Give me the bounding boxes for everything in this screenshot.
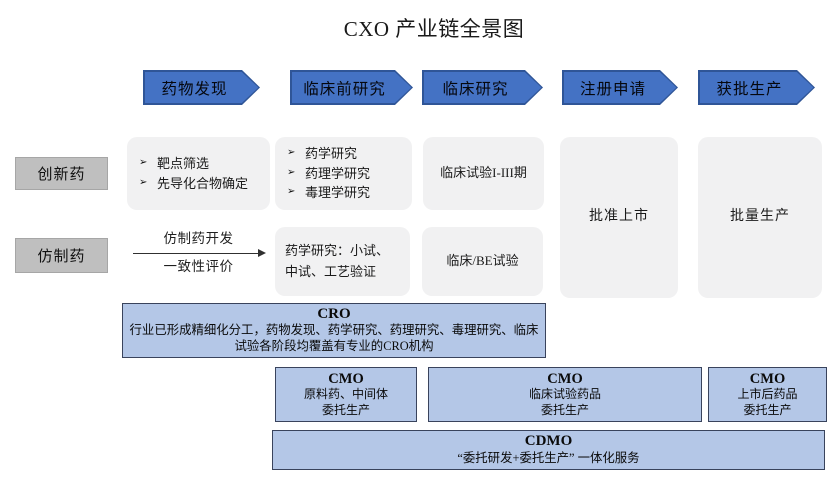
panel-be-trial: 临床/BE试验 xyxy=(422,227,543,296)
stage-arrow-registration-application: 注册申请 xyxy=(562,70,678,105)
panel-text: 批准上市 xyxy=(589,209,649,225)
panel-approval-listing: 批准上市 xyxy=(560,137,678,298)
generic-dev-label: 仿制药开发 xyxy=(163,231,234,246)
panel-text: 临床试验I-III期 xyxy=(440,165,527,181)
row-label-innovative-drug: 创新药 xyxy=(15,157,108,190)
arrow-bullet-icon: ➢ xyxy=(287,186,296,198)
panel-text: 批量生产 xyxy=(730,209,790,225)
stage-label: 注册申请 xyxy=(579,80,646,98)
list-item-text: 毒理学研究 xyxy=(305,185,371,201)
list-item-text: 药理学研究 xyxy=(305,165,371,181)
cmo-line2: 委托生产 xyxy=(540,402,589,417)
row-label-generic-drug: 仿制药 xyxy=(15,238,108,273)
cmo-box-marketed-drugs: CMO 上市后药品 委托生产 xyxy=(708,367,827,422)
stage-arrow-approved-production: 获批生产 xyxy=(698,70,815,105)
list-item-text: 先导化合物确定 xyxy=(157,175,249,191)
list-item-text: 靶点筛选 xyxy=(157,156,210,171)
list-item: ➢ 先导化合物确定 xyxy=(139,174,262,194)
stage-label: 临床研究 xyxy=(442,80,509,98)
arrow-bullet-icon: ➢ xyxy=(287,166,296,178)
cro-box: CRO 行业已形成精细化分工，药物发现、药学研究、药理研究、毒理研究、临床试验各… xyxy=(122,303,546,358)
task-list: ➢ 靶点筛选 ➢ 先导化合物确定 xyxy=(127,154,270,193)
task-list: ➢ 药学研究 ➢ 药理学研究 ➢ 毒理学研究 xyxy=(275,144,412,203)
cmo-title: CMO xyxy=(547,370,583,387)
stage-arrow-preclinical-research: 临床前研究 xyxy=(290,70,413,105)
list-item: ➢ 药学研究 xyxy=(287,144,404,164)
stage-label: 临床前研究 xyxy=(303,80,386,98)
list-item: ➢ 毒理学研究 xyxy=(287,183,404,203)
panel-mass-production: 批量生产 xyxy=(698,137,822,298)
panel-text: 临床/BE试验 xyxy=(446,253,519,269)
cmo-line1: 上市后药品 xyxy=(737,387,798,402)
stage-label: 获批生产 xyxy=(716,80,783,98)
page-title: CXO 产业链全景图 xyxy=(343,17,525,41)
stage-arrow-clinical-research: 临床研究 xyxy=(422,70,543,105)
cmo-line2: 委托生产 xyxy=(743,402,792,417)
panel-clinical-trials: 临床试验I-III期 xyxy=(423,137,544,210)
generic-development-arrow: 仿制药开发 一致性评价 xyxy=(133,231,266,275)
cro-title: CRO xyxy=(317,306,351,322)
panel-text: 药学研究：小试、中试、工艺验证 xyxy=(285,243,390,279)
panel-generic-pharma-study: 药学研究：小试、中试、工艺验证 xyxy=(275,227,410,296)
list-item: ➢ 药理学研究 xyxy=(287,164,404,184)
arrow-bullet-icon: ➢ xyxy=(139,176,148,188)
right-arrow-line xyxy=(133,249,266,258)
cmo-line2: 委托生产 xyxy=(321,402,370,417)
panel-preclinical-tasks: ➢ 药学研究 ➢ 药理学研究 ➢ 毒理学研究 xyxy=(275,137,412,210)
stage-label: 药物发现 xyxy=(161,80,228,98)
cmo-title: CMO xyxy=(749,370,786,387)
row-label-text: 仿制药 xyxy=(37,249,86,265)
consistency-evaluation-label: 一致性评价 xyxy=(163,259,234,275)
cdmo-description: “委托研发+委托生产” 一体化服务 xyxy=(457,450,640,465)
list-item: ➢ 靶点筛选 xyxy=(139,154,262,174)
cmo-box-clinical-trial-drugs: CMO 临床试验药品 委托生产 xyxy=(428,367,702,422)
cmo-title: CMO xyxy=(328,370,364,387)
cdmo-title: CDMO xyxy=(524,433,573,450)
cmo-box-api-intermediates: CMO 原料药、中间体 委托生产 xyxy=(275,367,417,422)
row-label-text: 创新药 xyxy=(37,167,86,183)
cdmo-box: CDMO “委托研发+委托生产” 一体化服务 xyxy=(272,430,825,470)
cmo-line1: 原料药、中间体 xyxy=(303,387,388,402)
cmo-line1: 临床试验药品 xyxy=(528,387,601,402)
arrow-bullet-icon: ➢ xyxy=(287,147,296,159)
panel-drug-discovery-tasks: ➢ 靶点筛选 ➢ 先导化合物确定 xyxy=(127,137,270,210)
cro-description: 行业已形成精细化分工，药物发现、药学研究、药理研究、毒理研究、临床试验各阶段均覆… xyxy=(129,323,539,354)
stage-arrow-drug-discovery: 药物发现 xyxy=(143,70,260,105)
arrow-bullet-icon: ➢ xyxy=(139,157,148,168)
list-item-text: 药学研究 xyxy=(305,146,358,162)
